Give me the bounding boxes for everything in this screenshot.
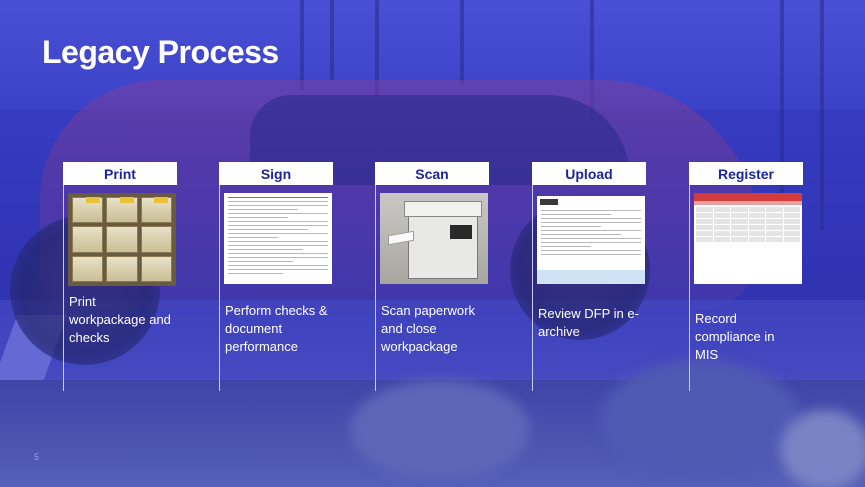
step-description-scan: Scan paperwork and close workpackage <box>381 303 475 354</box>
step-label-scan: Scan <box>375 162 489 185</box>
e-archive-screenshot <box>537 196 645 284</box>
step-description-register: Record compliance in MIS <box>695 311 775 362</box>
scanner-photo <box>380 193 488 284</box>
step-label-print: Print <box>63 162 177 185</box>
step-description-sign: Perform checks & document performance <box>225 303 328 354</box>
step-divider <box>689 185 690 391</box>
step-upload: Upload Review DFP in e-archive <box>532 162 646 391</box>
step-label-register: Register <box>689 162 803 185</box>
step-description-upload: Review DFP in e-archive <box>538 306 639 339</box>
binders-photo <box>68 193 176 286</box>
step-divider <box>375 185 376 391</box>
step-label-sign: Sign <box>219 162 333 185</box>
step-divider <box>532 185 533 391</box>
step-sign: Sign Perform checks & document performan… <box>219 162 333 391</box>
page-number: 5 <box>34 452 40 462</box>
step-divider <box>63 185 64 391</box>
step-description-print: Print workpackage and checks <box>69 294 171 345</box>
step-print: Print Print workpackage and checks <box>63 162 177 391</box>
step-label-upload: Upload <box>532 162 646 185</box>
step-scan: Scan Scan paperwork and close workpackag… <box>375 162 489 391</box>
step-divider <box>219 185 220 391</box>
mis-screenshot <box>694 193 802 284</box>
signed-document <box>224 193 332 284</box>
slide-title: Legacy Process <box>42 34 279 70</box>
step-register: Register Record compliance in MIS <box>689 162 803 391</box>
